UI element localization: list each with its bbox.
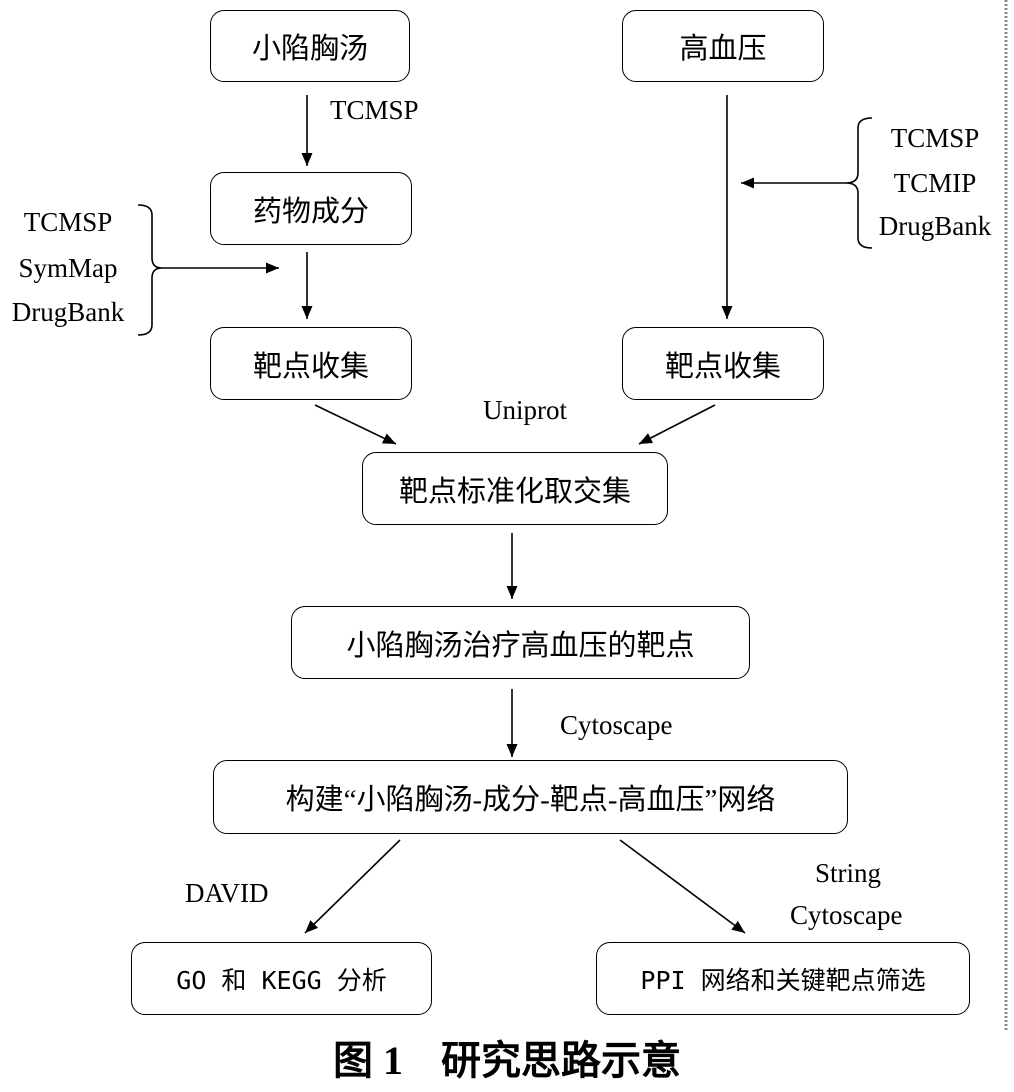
node-target-collection-left: 靶点收集	[210, 327, 412, 400]
arrow-left-targets-to-intersect	[314, 404, 397, 445]
right-sources-bracket	[845, 117, 873, 249]
node-xiaoxianxiongtang: 小陷胸汤	[210, 10, 410, 82]
right-source-item: TCMIP	[893, 168, 977, 198]
edge-label-tcmsp: TCMSP	[330, 95, 419, 125]
edge-label-string: String	[815, 858, 882, 888]
node-go-kegg: GO 和 KEGG 分析	[131, 942, 432, 1015]
left-sources-bracket	[137, 204, 163, 336]
figure-caption: 图 1 研究思路示意	[0, 1038, 1014, 1084]
edge-label-cytoscape-mid: Cytoscape	[560, 710, 673, 740]
edge-label-cytoscape-right: Cytoscape	[790, 900, 903, 930]
right-source-item: DrugBank	[878, 211, 992, 241]
node-build-network: 构建“小陷胸汤-成分-靶点-高血压”网络	[213, 760, 848, 834]
left-source-item: TCMSP	[23, 207, 113, 237]
node-treatment-targets: 小陷胸汤治疗高血压的靶点	[291, 606, 750, 679]
figure-title: 研究思路示意	[441, 1038, 681, 1083]
node-drug-components: 药物成分	[210, 172, 412, 245]
right-source-item: TCMSP	[890, 123, 980, 153]
edge-label-david: DAVID	[185, 878, 269, 908]
left-source-item: DrugBank	[11, 297, 125, 327]
node-ppi: PPI 网络和关键靶点筛选	[596, 942, 970, 1015]
figure-number: 图 1	[333, 1038, 403, 1083]
node-target-collection-right: 靶点收集	[622, 327, 824, 400]
node-hypertension: 高血压	[622, 10, 824, 82]
edge-label-uniprot: Uniprot	[483, 395, 567, 425]
arrow-network-to-go-kegg	[304, 839, 401, 934]
arrow-right-targets-to-intersect	[638, 404, 716, 445]
left-source-item: SymMap	[18, 253, 118, 283]
arrow-network-to-ppi	[619, 839, 746, 934]
node-standardize-intersect: 靶点标准化取交集	[362, 452, 668, 525]
